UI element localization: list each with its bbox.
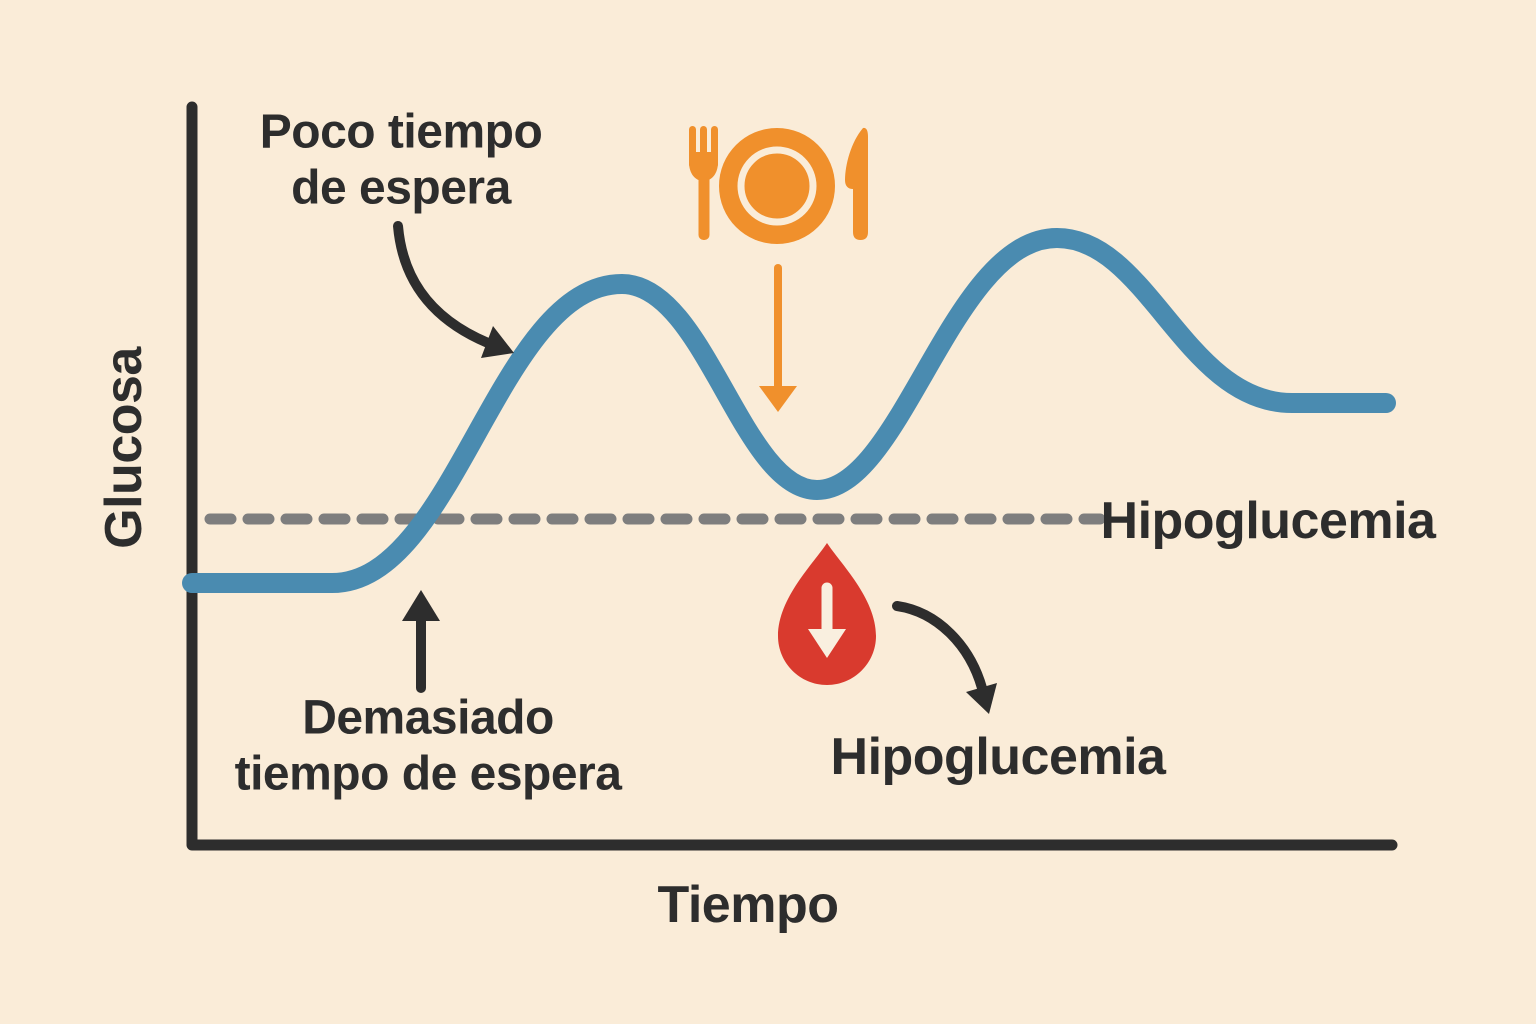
short-wait-annotation: Poco tiempo de espera bbox=[260, 104, 543, 215]
threshold-line-label: Hipoglucemia bbox=[1100, 491, 1436, 550]
hypo-event-label: Hipoglucemia bbox=[830, 727, 1166, 786]
white-down-arrow-icon bbox=[808, 582, 846, 658]
long-wait-arrow-icon bbox=[402, 590, 440, 693]
long-wait-line2: tiempo de espera bbox=[234, 747, 622, 800]
plate-icon bbox=[719, 128, 835, 244]
fork-icon bbox=[689, 126, 718, 240]
long-wait-annotation: Demasiado tiempo de espera bbox=[235, 690, 622, 801]
long-wait-line1: Demasiado bbox=[302, 691, 554, 745]
short-wait-arrow-icon bbox=[393, 221, 514, 358]
meal-icon bbox=[689, 126, 868, 244]
knife-icon bbox=[845, 127, 868, 240]
hypo-event-arrow-icon bbox=[892, 601, 997, 714]
y-axis-label: Glucosa bbox=[94, 347, 153, 549]
short-wait-line1: Poco tiempo bbox=[259, 105, 543, 159]
blood-drop-icon bbox=[778, 543, 876, 685]
x-axis-label: Tiempo bbox=[657, 875, 839, 934]
meal-effect-arrow-icon bbox=[759, 264, 797, 412]
axes-lines bbox=[186, 101, 1398, 851]
short-wait-line2: de espera bbox=[291, 161, 511, 214]
glucose-curve bbox=[182, 228, 1396, 593]
